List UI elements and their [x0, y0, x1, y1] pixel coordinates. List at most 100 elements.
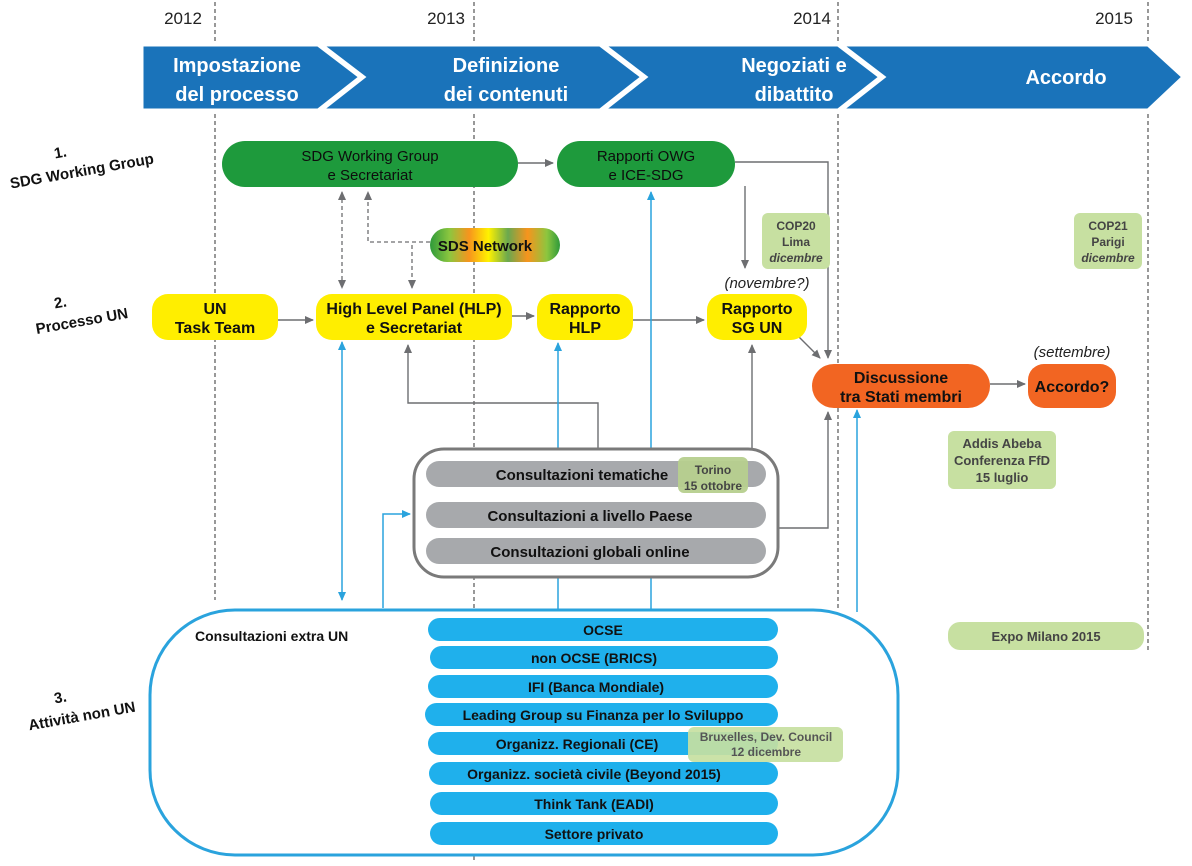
- extra-un-title: Consultazioni extra UN: [195, 628, 348, 644]
- phase-banner: Impostazione del processo Definizione de…: [140, 43, 1186, 112]
- extra-un-pill: [430, 646, 778, 669]
- extra-un-pill: [425, 703, 778, 726]
- addis-abeba-label: 15 luglio: [976, 470, 1029, 485]
- consultazione-label: Consultazioni globali online: [490, 544, 689, 561]
- arrow-consult-to-hlp: [404, 344, 599, 448]
- svg-text:1.: 1.: [53, 144, 68, 163]
- sdg-working-group-box: [222, 141, 518, 187]
- rapporti-owg-label: Rapporti OWG: [597, 148, 695, 165]
- accordo-label: Accordo?: [1035, 379, 1110, 396]
- blue-extra-to-consult: [382, 510, 411, 608]
- accordo-box: [1028, 364, 1116, 408]
- grey-connectors: [278, 159, 1026, 529]
- row-label-3: 3. Attività non UN: [27, 689, 137, 735]
- rapporto-hlp-label: Rapporto: [549, 301, 620, 318]
- bruxelles-label: Bruxelles, Dev. Council: [700, 730, 833, 744]
- hlp-label: e Secretariat: [366, 320, 463, 337]
- rapporto-sg-label: SG UN: [732, 320, 783, 337]
- expo-milano-box: [948, 622, 1144, 650]
- rapporto-hlp-box: [537, 294, 633, 340]
- phase-label: dibattito: [755, 84, 834, 106]
- bruxelles-box: [688, 727, 843, 762]
- rapporto-sg-label: Rapporto: [721, 301, 792, 318]
- discussione-box: [812, 364, 990, 408]
- sdg-working-group-label: SDG Working Group: [301, 148, 438, 165]
- phase-label: dei contenuti: [444, 84, 568, 106]
- extra-un-list: OCSE non OCSE (BRICS) IFI (Banca Mondial…: [425, 618, 778, 845]
- cop21-label: dicembre: [1081, 251, 1135, 265]
- arrow-sg-to-discussione: [797, 335, 821, 359]
- consultazione-label: Consultazioni a livello Paese: [487, 508, 692, 525]
- extra-un-item: Think Tank (EADI): [534, 796, 654, 812]
- rapporti-owg-box: [557, 141, 735, 187]
- extra-un-item: Organizz. società civile (Beyond 2015): [467, 766, 721, 782]
- hlp-box: [316, 294, 512, 340]
- discussione-label: tra Stati membri: [840, 389, 962, 406]
- un-task-team-label: Task Team: [175, 320, 255, 337]
- link-sds-wg: [364, 191, 430, 243]
- phase-label: Definizione: [453, 55, 560, 77]
- svg-text:3.: 3.: [53, 689, 68, 708]
- svg-text:Processo UN: Processo UN: [34, 305, 129, 338]
- consultazione-pill: [426, 538, 766, 564]
- rapporti-owg-label: e ICE-SDG: [608, 167, 683, 184]
- rapporto-hlp-label: HLP: [569, 320, 601, 337]
- phase-chevron: [837, 43, 1186, 112]
- extra-un-item: non OCSE (BRICS): [531, 650, 657, 666]
- novembre-note: (novembre?): [724, 275, 809, 292]
- bruxelles-label: 12 dicembre: [731, 745, 801, 759]
- cop21-label: Parigi: [1091, 235, 1124, 249]
- phase-chevron: [140, 43, 363, 112]
- extra-un-item: Settore privato: [545, 826, 644, 842]
- extra-un-pill: [428, 675, 778, 698]
- extra-un-pill: [428, 618, 778, 641]
- sds-network-box: [430, 228, 560, 262]
- phase-chevron: [599, 43, 883, 112]
- un-task-team-label: UN: [203, 301, 226, 318]
- phase-label: Impostazione: [173, 55, 301, 77]
- cop21-box: [1074, 213, 1142, 269]
- extra-un-pill: [430, 792, 778, 815]
- arrow-consult-to-discussione: [770, 411, 832, 529]
- extra-un-item: OCSE: [583, 622, 623, 638]
- extra-un-item: Organizz. Regionali (CE): [496, 736, 659, 752]
- extra-un-pill: [430, 822, 778, 845]
- cop21-label: COP21: [1088, 219, 1128, 233]
- phase-label: Negoziati e: [741, 55, 847, 77]
- extra-un-item: IFI (Banca Mondiale): [528, 679, 664, 695]
- arrow-owg-to-discussione: [735, 161, 832, 359]
- year-label: 2014: [793, 9, 831, 28]
- sdg-working-group-label: e Secretariat: [327, 167, 413, 184]
- svg-text:Attività non UN: Attività non UN: [27, 699, 137, 735]
- cop20-box: [762, 213, 830, 269]
- row-label-1: 1. SDG Working Group: [9, 144, 155, 193]
- torino-label: Torino: [695, 463, 731, 477]
- settembre-note: (settembre): [1034, 344, 1111, 361]
- consultazione-label: Consultazioni tematiche: [496, 467, 669, 484]
- addis-abeba-box: [948, 431, 1056, 489]
- svg-text:2.: 2.: [53, 294, 68, 313]
- phase-label: del processo: [175, 84, 298, 106]
- phase-chevron: [317, 43, 645, 112]
- torino-label: 15 ottobre: [684, 479, 742, 493]
- dashed-links: [338, 191, 430, 289]
- row-label-2: 2. Processo UN: [34, 294, 129, 338]
- blue-connectors: [338, 191, 861, 612]
- svg-text:SDG Working Group: SDG Working Group: [9, 150, 155, 192]
- cop20-label: Lima: [782, 235, 810, 249]
- torino-box: [678, 457, 748, 493]
- year-label: 2012: [164, 9, 202, 28]
- discussione-label: Discussione: [854, 370, 948, 387]
- rapporto-sg-box: [707, 294, 807, 340]
- cop20-label: COP20: [776, 219, 816, 233]
- addis-abeba-label: Addis Abeba: [963, 436, 1043, 451]
- phase-label: Accordo: [1025, 67, 1106, 89]
- extra-un-item: Leading Group su Finanza per lo Sviluppo: [463, 707, 744, 723]
- year-label: 2015: [1095, 9, 1133, 28]
- hlp-label: High Level Panel (HLP): [326, 301, 501, 318]
- cop20-label: dicembre: [769, 251, 823, 265]
- addis-abeba-label: Conferenza FfD: [954, 453, 1050, 468]
- sds-network-label: SDS Network: [438, 238, 533, 255]
- consultazione-pill: [426, 502, 766, 528]
